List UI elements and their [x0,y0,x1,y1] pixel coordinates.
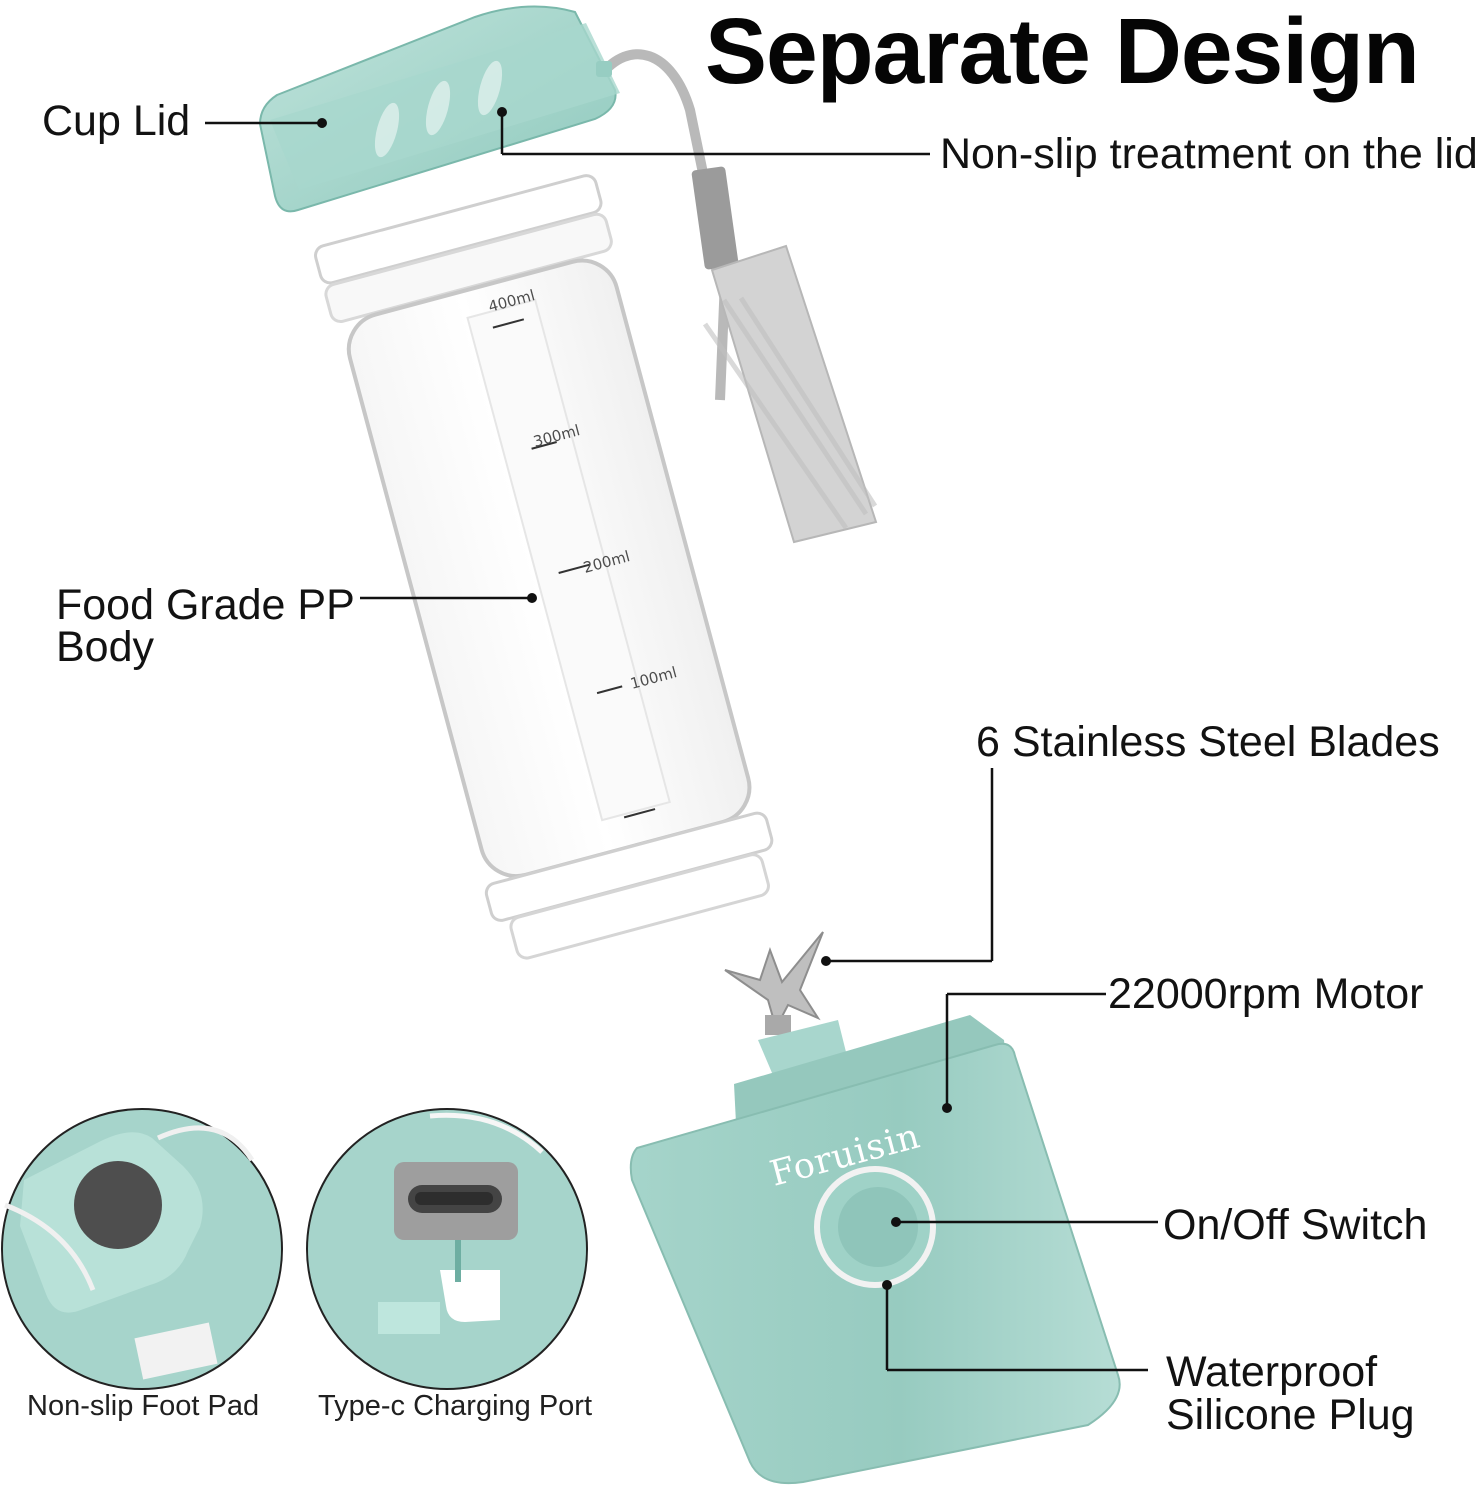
blades-label: 6 Stainless Steel Blades [976,718,1440,766]
motor-base: Foruisin [629,1015,1121,1485]
motor-label: 22000rpm Motor [1108,970,1424,1018]
cup-lid [258,5,620,213]
body-label-line1: Food Grade PP [56,581,355,629]
plug-label-line2: Silicone Plug [1166,1391,1415,1439]
body-label-line2: Body [56,623,155,671]
bottle-body: 400ml 300ml 200ml 100ml [314,174,774,960]
charging-port-caption: Type-c Charging Port [318,1390,593,1422]
plug-label-line1: Waterproof [1166,1348,1378,1396]
stainless-blades [724,931,824,1035]
switch-label: On/Off Switch [1163,1201,1428,1249]
non-slip-lid-label: Non-slip treatment on the lid [940,130,1478,178]
foot-pad-inset [1,1108,283,1390]
page-title: Separate Design [705,0,1420,103]
cup-lid-label: Cup Lid [42,97,191,145]
callout-lines [205,112,1158,1372]
callout-dots [317,107,952,1290]
foot-pad-caption: Non-slip Foot Pad [27,1390,260,1422]
wrist-strap [596,49,878,544]
charging-port-inset [306,1108,588,1390]
